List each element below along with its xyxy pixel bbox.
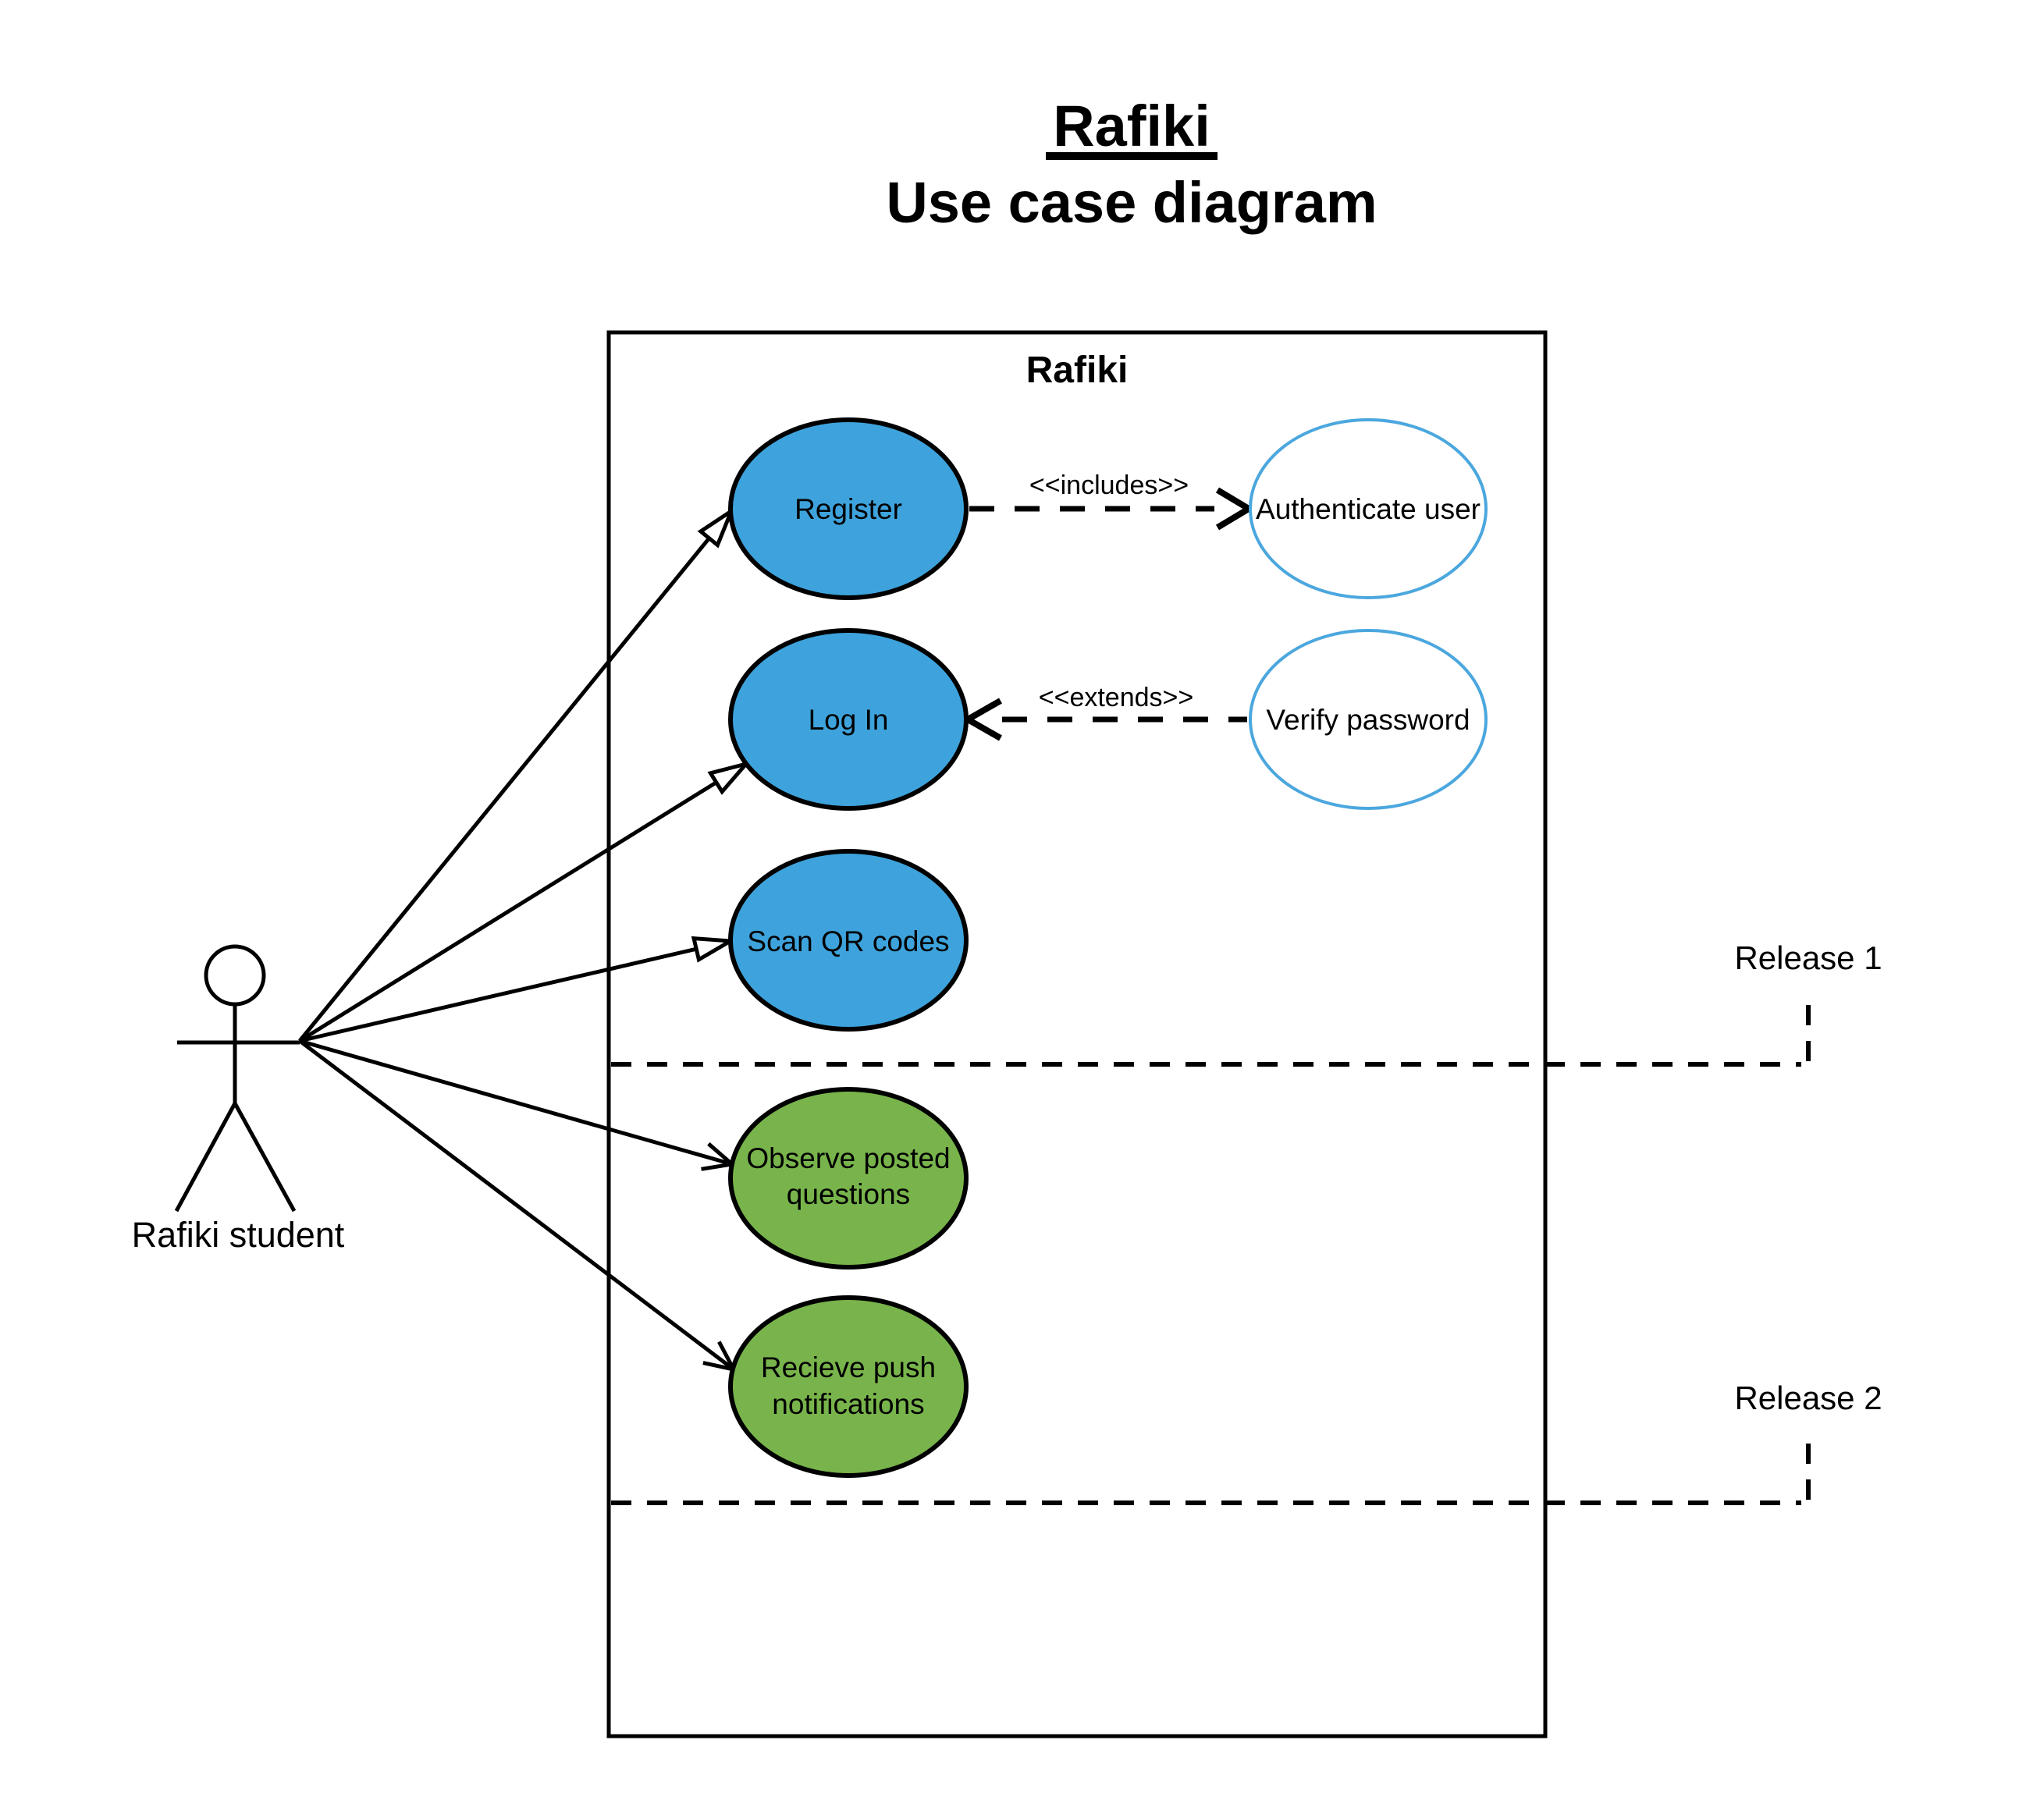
use-case-ellipse[interactable] [1249,418,1488,599]
use-case-label: Register [794,493,902,525]
use-case-authenticate-user[interactable]: Authenticate user [1249,418,1488,599]
use-case-label: Verify password [1266,704,1470,736]
includes-relationship: <<includes>> [969,471,1255,531]
use-case-observe-posted-questions[interactable]: Observe posted questions [728,1087,969,1270]
open-arrowhead-icon [691,936,738,963]
use-case-label-line1: Observe posted [746,1142,950,1174]
association-line [299,1039,733,1167]
extends-arrowhead-icon [961,698,1002,741]
use-case-label: Authenticate user [1256,493,1481,525]
association-line [298,537,711,1042]
use-case-label: Scan QR codes [747,925,949,957]
use-case-label-line2: questions [787,1178,910,1210]
actor-left-leg [174,1102,237,1213]
release-1-label: Release 1 [1734,939,1882,976]
association-register [298,506,736,1042]
use-case-ellipse[interactable] [728,628,969,811]
association-scan-qr-codes [299,936,738,1043]
system-boundary-label: Rafiki [1026,350,1129,391]
includes-arrowhead-icon [1215,487,1255,531]
use-case-ellipse[interactable] [728,1087,969,1270]
page-title: Rafiki Use case diagram [886,94,1377,235]
actor-head[interactable] [204,944,266,1007]
diagram-subtitle: Use case diagram [886,170,1377,235]
association-line [298,1039,735,1371]
release-2-label: Release 2 [1734,1380,1882,1416]
use-case-label-line1: Recieve push [761,1351,936,1383]
actor-label: Rafiki student [132,1215,345,1255]
use-case-label-line2: notifications [772,1388,924,1420]
use-case-recieve-push-notifications[interactable]: Recieve push notifications [728,1295,969,1478]
use-case-verify-password[interactable]: Verify password [1249,629,1488,810]
use-case-ellipse[interactable] [728,417,969,600]
actor-right-leg [233,1102,297,1213]
use-case-ellipse[interactable] [728,1295,969,1478]
extends-label: <<extends>> [1039,683,1194,712]
diagram-title: Rafiki [1053,94,1210,158]
use-case-scan-qr-codes[interactable]: Scan QR codes [728,849,969,1032]
association-log-in [298,760,752,1043]
open-arrowhead-icon [707,760,752,795]
extends-relationship: <<extends>> [961,683,1247,741]
association-recieve-push-notifications [298,1039,738,1373]
association-line [298,780,718,1043]
use-case-ellipse[interactable] [728,849,969,1032]
use-case-log-in[interactable]: Log In [728,628,969,811]
open-arrowhead-icon [697,506,736,549]
use-case-label: Log In [809,704,889,736]
system-boundary[interactable]: Rafiki [606,330,1548,1738]
includes-label: <<includes>> [1029,471,1189,500]
release-separators: Release 1 Release 2 [611,939,1882,1505]
actor-rafiki-student[interactable]: Rafiki student [132,944,345,1255]
use-case-register[interactable]: Register [728,417,969,600]
system-boundary-box[interactable] [606,330,1548,1738]
association-line [299,946,697,1043]
use-case-ellipse[interactable] [1249,629,1488,810]
association-observe-posted-questions [299,1039,737,1171]
